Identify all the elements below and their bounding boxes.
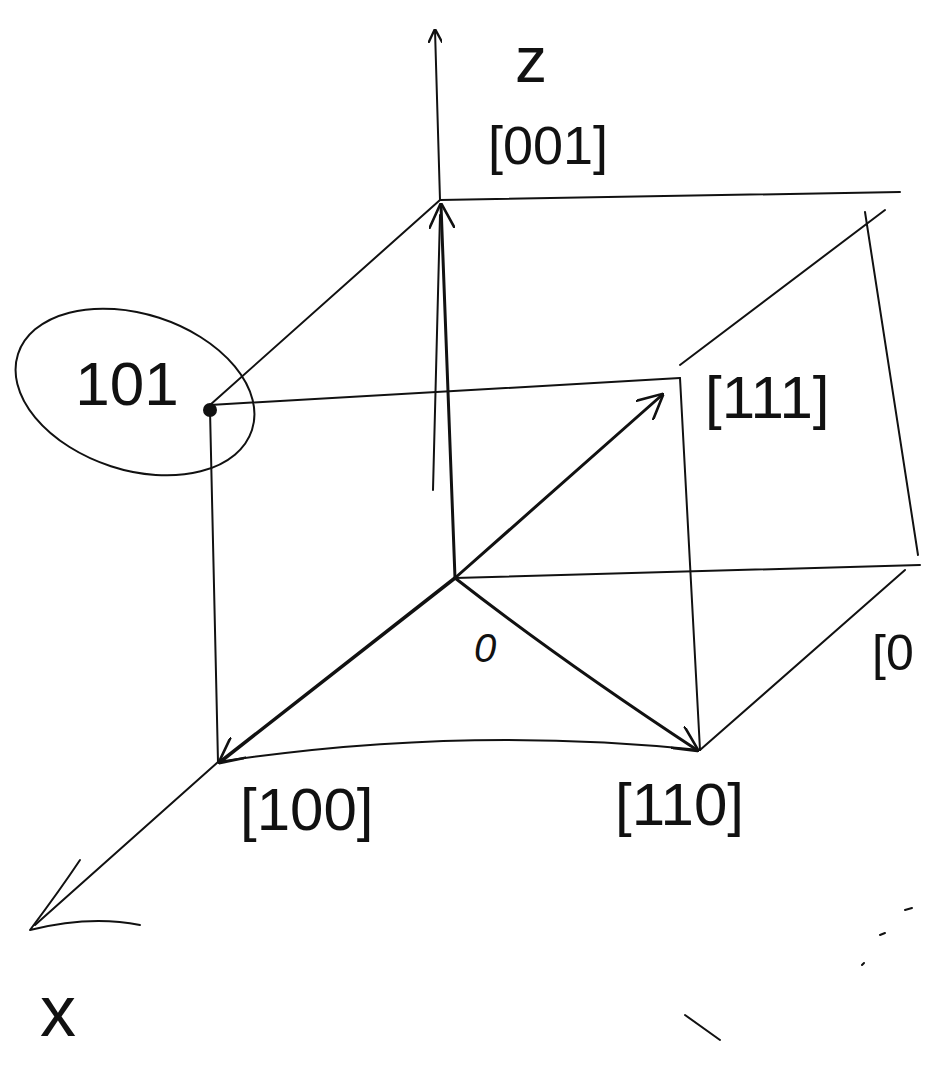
- callout-number: 101: [75, 353, 178, 415]
- axis-label: x: [40, 975, 76, 1047]
- direction-label: [0: [872, 628, 914, 678]
- direction-label: [111]: [705, 368, 830, 428]
- direction-label: [110]: [615, 775, 744, 835]
- origin-label: 0: [474, 628, 496, 668]
- axis-label: z: [515, 28, 547, 92]
- direction-label: [001]: [488, 118, 608, 172]
- oval-callout: 101: [10, 312, 260, 472]
- direction-label: [100]: [240, 780, 373, 840]
